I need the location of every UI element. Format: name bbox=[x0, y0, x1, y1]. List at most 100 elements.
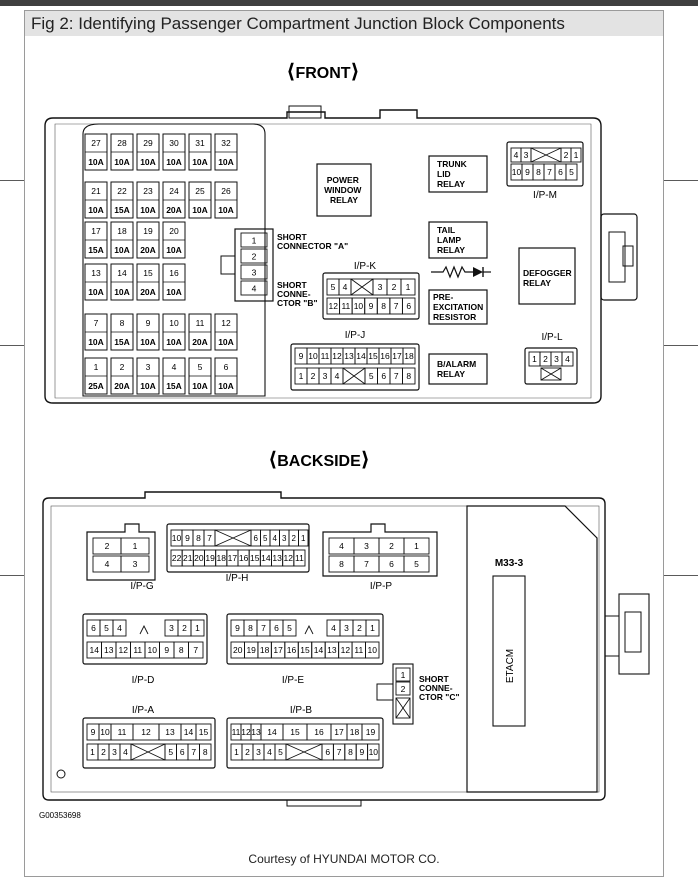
connector-ip-j-label: I/P-J bbox=[345, 330, 366, 341]
connector-ip-a-pin-number: 1 bbox=[90, 747, 95, 757]
connector-ip-e-pin-number: 4 bbox=[331, 623, 336, 633]
connector-ip-p-shell bbox=[322, 523, 438, 577]
etacm-slot bbox=[492, 575, 526, 727]
connector-ip-b-pin-number: 12 bbox=[241, 727, 251, 737]
connector-ip-e-pin-number: 12 bbox=[341, 645, 351, 655]
background-rule bbox=[664, 345, 698, 346]
connector-ip-g-shell bbox=[86, 523, 156, 581]
connector-ip-k-pin-number: 11 bbox=[341, 301, 350, 311]
m33-3-label: M33-3 bbox=[495, 558, 524, 569]
connector-ip-j-pin-number: 12 bbox=[332, 351, 342, 361]
connector-ip-j-pin-number: 2 bbox=[311, 371, 316, 381]
short-connector-a-label: SHORT CONNECTOR "A" bbox=[277, 232, 348, 251]
connector-ip-a-pin-number: 9 bbox=[91, 727, 96, 737]
fuse-rating: 10A bbox=[140, 381, 156, 391]
resistor-diode-symbol bbox=[431, 265, 491, 279]
connector-ip-j-pin-number: 16 bbox=[380, 351, 390, 361]
connector-ip-h-pin-number: 21 bbox=[183, 553, 193, 563]
short-connector-a-pin bbox=[240, 232, 268, 248]
connector-ip-j-pin-number: 13 bbox=[344, 351, 354, 361]
connector-ip-j-pin bbox=[402, 367, 416, 385]
fuse-rating: 20A bbox=[140, 287, 156, 297]
connector-ip-b-pin-number: 8 bbox=[348, 747, 353, 757]
defogger-relay-label: DEFOGGER RELAY bbox=[523, 268, 574, 288]
fuse-number: 15 bbox=[143, 268, 153, 278]
connector-ip-b-pin-number: 6 bbox=[325, 747, 330, 757]
connector-ip-h-pin-number: 14 bbox=[261, 553, 271, 563]
connector-ip-d-pin-number: 14 bbox=[90, 645, 100, 655]
connector-ip-b-pin bbox=[367, 743, 380, 761]
connector-ip-a-pin-number: 12 bbox=[141, 727, 151, 737]
connector-ip-b-pin-number: 14 bbox=[267, 727, 277, 737]
figure-code: G00353698 bbox=[39, 811, 81, 820]
connector-ip-e-key-mark bbox=[304, 624, 314, 635]
connector-ip-e-pin-number: 19 bbox=[246, 645, 256, 655]
connector-ip-e-pin-number: 10 bbox=[368, 645, 378, 655]
connector-ip-a-pin-number: 13 bbox=[165, 727, 175, 737]
short-connector-c-latch bbox=[376, 683, 394, 701]
connector-ip-m-pin-number: 2 bbox=[564, 150, 569, 160]
connector-ip-b-pin-number: 4 bbox=[267, 747, 272, 757]
short-connector-c-blank-pin bbox=[395, 697, 411, 719]
short-connector-a-pin bbox=[240, 264, 268, 280]
connector-ip-d-pin bbox=[188, 641, 204, 659]
background-rule bbox=[664, 575, 698, 576]
connector-ip-m-pin-number: 6 bbox=[558, 167, 563, 177]
connector-ip-e-pin bbox=[365, 619, 380, 637]
connector-ip-p-pin bbox=[403, 555, 430, 573]
connector-ip-m-pin-number: 3 bbox=[524, 150, 529, 160]
connector-ip-h-pin-number: 15 bbox=[250, 553, 260, 563]
fuse-rating: 10A bbox=[166, 157, 182, 167]
connector-ip-j-pin-number: 15 bbox=[368, 351, 378, 361]
short-connector-a-pin-number: 2 bbox=[252, 252, 257, 262]
fuse-number: 27 bbox=[91, 138, 101, 148]
connector-ip-j-pin-number: 1 bbox=[299, 371, 304, 381]
fuse-rating: 25A bbox=[88, 381, 104, 391]
balarm-relay bbox=[428, 353, 488, 385]
short-connector-c-cell bbox=[395, 697, 411, 719]
connector-ip-l-shell bbox=[524, 347, 578, 385]
connector-ip-a-pin bbox=[199, 743, 212, 761]
connector-ip-j-pin-number: 3 bbox=[323, 371, 328, 381]
short-connector-c-pin bbox=[395, 667, 411, 682]
connector-ip-a-pin-number: 10 bbox=[100, 727, 110, 737]
fuse-rating: 10A bbox=[166, 245, 182, 255]
short-connector-a-pin-number: 3 bbox=[252, 268, 257, 278]
front-inner-outline bbox=[54, 123, 592, 399]
figure-frame bbox=[24, 10, 664, 877]
tail-lamp-relay-label: TAIL LAMP RELAY bbox=[437, 225, 465, 255]
connector-ip-d-pin-number: 5 bbox=[104, 623, 109, 633]
connector-ip-h-pin-number: 6 bbox=[254, 534, 259, 543]
fuse-number: 7 bbox=[94, 318, 99, 328]
connector-ip-m-label: I/P-M bbox=[533, 190, 557, 201]
connector-ip-h-pin-number: 12 bbox=[284, 553, 294, 563]
connector-ip-e-pin-number: 1 bbox=[370, 623, 375, 633]
connector-ip-k-pin bbox=[400, 278, 416, 296]
fuse-number: 16 bbox=[169, 268, 179, 278]
connector-ip-l-pin-number: 1 bbox=[532, 354, 537, 364]
front-side-clip-inner bbox=[608, 231, 626, 283]
connector-ip-b-pin-number: 16 bbox=[314, 727, 324, 737]
connector-ip-p-pin-number: 1 bbox=[414, 541, 419, 551]
connector-ip-a-label: I/P-A bbox=[132, 705, 155, 716]
connector-ip-d-pin-number: 8 bbox=[179, 645, 184, 655]
connector-ip-a-pin-number: 5 bbox=[168, 747, 173, 757]
fuse-rating: 10A bbox=[88, 157, 104, 167]
connector-ip-j-shell bbox=[290, 343, 420, 391]
connector-ip-h-pin-number: 17 bbox=[228, 553, 238, 563]
fuse-rating: 10A bbox=[140, 157, 156, 167]
connector-ip-a-pin-number: 2 bbox=[101, 747, 106, 757]
fuse-number: 4 bbox=[172, 362, 177, 372]
connector-ip-k-pin-number: 10 bbox=[354, 301, 364, 311]
fuse-rating: 10A bbox=[88, 337, 104, 347]
connector-ip-h-pin-number: 9 bbox=[185, 533, 190, 543]
connector-ip-p-pin-number: 5 bbox=[414, 559, 419, 569]
connector-ip-m-pin-number: 9 bbox=[525, 167, 530, 177]
